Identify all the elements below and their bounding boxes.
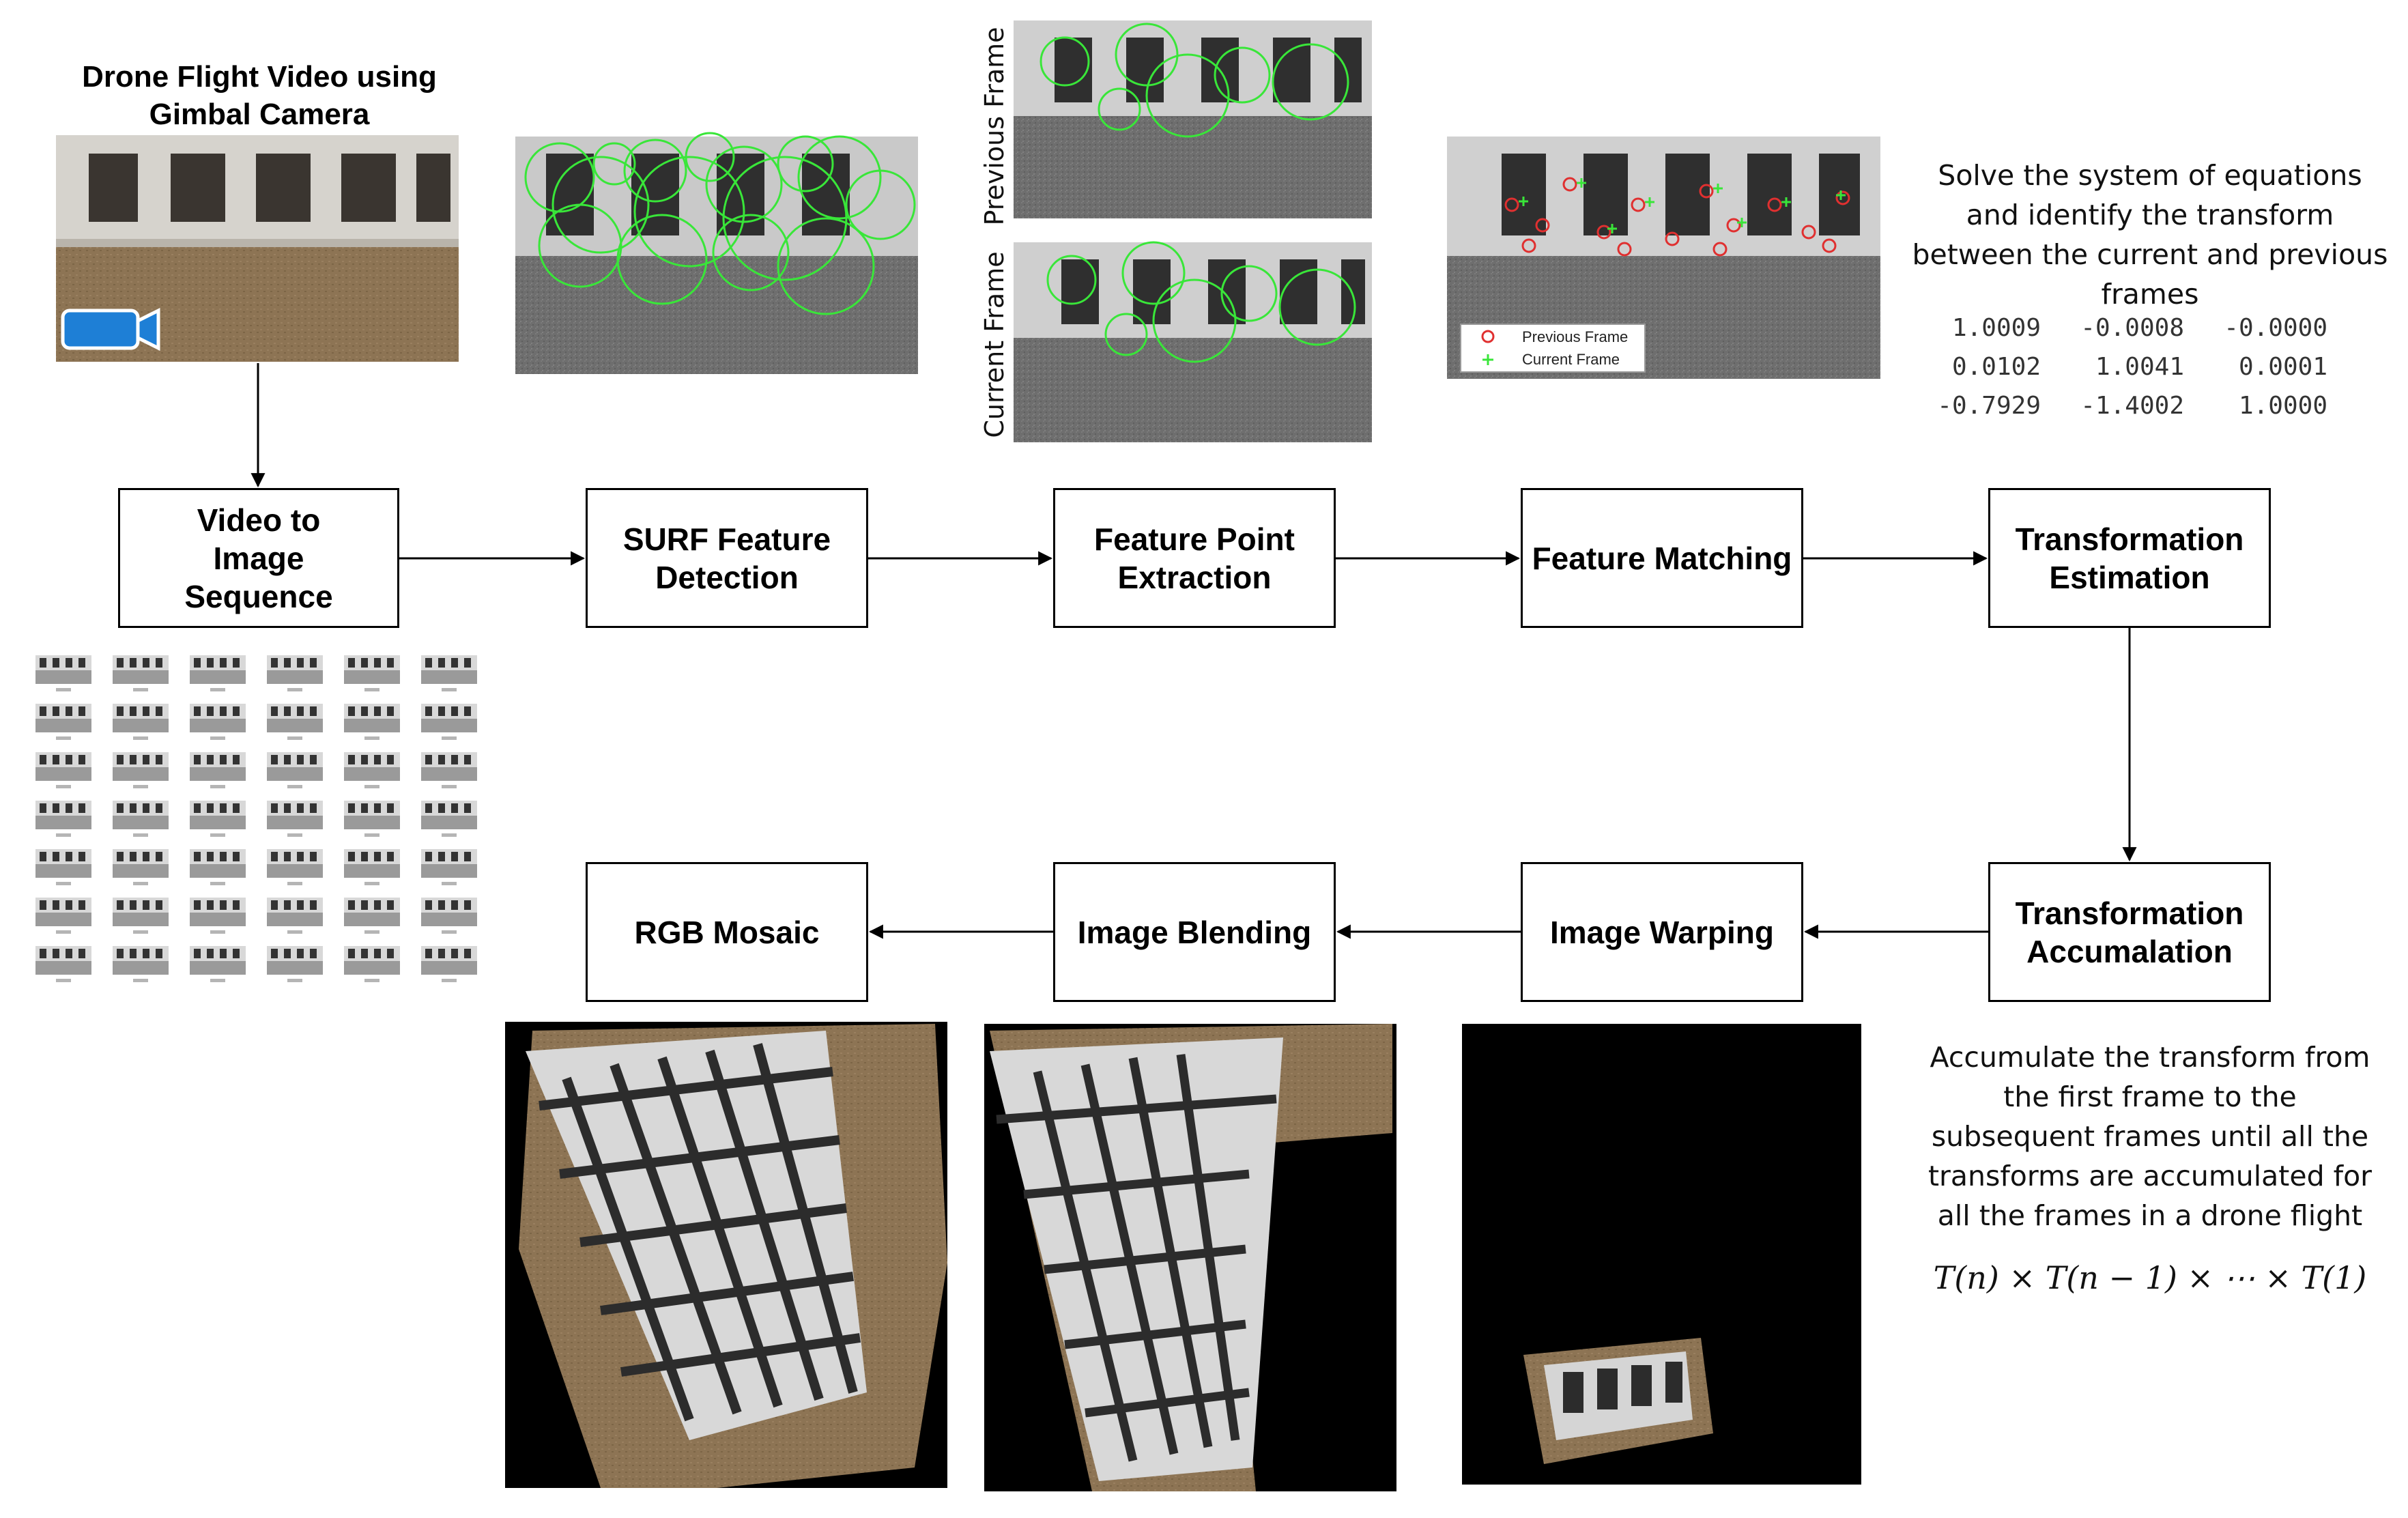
sequence-thumbnail — [113, 946, 169, 982]
sequence-thumbnail — [267, 849, 323, 885]
sequence-thumbnail — [35, 801, 91, 837]
sequence-thumbnail — [421, 849, 477, 885]
sequence-thumbnail — [421, 752, 477, 788]
matrix-cell: 1.0041 — [2095, 353, 2184, 381]
sequence-thumbnail — [35, 655, 91, 691]
sequence-thumbnail — [190, 849, 246, 885]
legend-previous: Previous Frame — [1522, 328, 1628, 345]
surf-detection-image — [515, 132, 918, 374]
matched-features-image: Previous Frame Current Frame — [1447, 137, 1880, 379]
legend-current: Current Frame — [1522, 351, 1620, 368]
sequence-thumbnail — [421, 655, 477, 691]
sequence-thumbnail — [421, 704, 477, 740]
sequence-thumbnail — [344, 752, 400, 788]
video-to-image-box: Video to Image Sequence — [118, 488, 399, 628]
sequence-thumbnail — [35, 946, 91, 982]
rgb-mosaic-image — [505, 1022, 947, 1488]
sequence-thumbnail — [421, 801, 477, 837]
sequence-thumbnail — [421, 898, 477, 934]
sequence-thumbnail — [35, 898, 91, 934]
sequence-thumbnail — [190, 801, 246, 837]
sequence-thumbnail — [113, 704, 169, 740]
sequence-thumbnail — [344, 655, 400, 691]
sequence-thumbnail — [113, 801, 169, 837]
sequence-thumbnail — [190, 752, 246, 788]
matrix-cell: -0.0008 — [2080, 314, 2184, 342]
video-title: Drone Flight Video using Gimbal Camera — [82, 60, 437, 131]
transform-matrix: 1.0009 -0.0008 -0.0000 0.0102 1.0041 0.0… — [1897, 314, 2327, 420]
transformation-accumulation-box: Transformation Accumalation — [1988, 862, 2271, 1002]
sequence-thumbnail — [190, 946, 246, 982]
accumulation-formula: T(n) × T(n − 1) × ⋯ × T(1) — [1933, 1259, 2367, 1296]
sequence-thumbnail — [35, 752, 91, 788]
sequence-thumbnail — [344, 704, 400, 740]
surf-feature-detection-box: SURF Feature Detection — [586, 488, 868, 628]
sequence-thumbnail — [267, 655, 323, 691]
matrix-cell: -1.4002 — [2080, 392, 2184, 420]
matrix-cell: 1.0009 — [1951, 314, 2041, 342]
feature-point-extraction-box: Feature Point Extraction — [1053, 488, 1336, 628]
sequence-thumbnail — [267, 752, 323, 788]
image-warping-box: Image Warping — [1521, 862, 1803, 1002]
sequence-thumbnail — [113, 898, 169, 934]
sequence-thumbnail — [190, 655, 246, 691]
sequence-thumbnail — [267, 898, 323, 934]
flow-arrows — [250, 363, 2137, 939]
rgb-mosaic-box: RGB Mosaic — [586, 862, 868, 1002]
matrix-cell: 0.0001 — [2238, 353, 2327, 381]
sequence-thumbnail — [344, 898, 400, 934]
matrix-cell: -0.0000 — [2224, 314, 2327, 342]
matrix-cell: 1.0000 — [2238, 392, 2327, 420]
image-blending-result — [984, 1024, 1396, 1491]
matrix-cell: 0.0102 — [1951, 353, 2041, 381]
sequence-thumbnail — [35, 704, 91, 740]
sequence-thumbnail — [113, 655, 169, 691]
image-warping-result — [1462, 1024, 1861, 1485]
sequence-thumbnail — [344, 849, 400, 885]
sequence-thumbnail — [267, 946, 323, 982]
transformation-estimation-box: Transformation Estimation — [1988, 488, 2271, 628]
sequence-thumbnail — [421, 946, 477, 982]
sequence-thumbnail — [267, 704, 323, 740]
image-blending-box: Image Blending — [1053, 862, 1336, 1002]
feature-matching-box: Feature Matching — [1521, 488, 1803, 628]
solve-note: Solve the system of equations and identi… — [1912, 159, 2388, 311]
accumulate-note: Accumulate the transform from the first … — [1927, 1041, 2373, 1232]
matrix-cell: -0.7929 — [1937, 392, 2041, 420]
previous-frame-image — [1014, 20, 1372, 218]
sequence-thumbnail — [190, 898, 246, 934]
sequence-thumbnail — [344, 801, 400, 837]
sequence-thumbnail — [190, 704, 246, 740]
sequence-thumbnail — [35, 849, 91, 885]
image-sequence-thumbnails — [35, 655, 477, 982]
camera-icon — [61, 307, 160, 352]
current-frame-image — [1014, 241, 1372, 442]
sequence-thumbnail — [344, 946, 400, 982]
sequence-thumbnail — [113, 752, 169, 788]
sequence-thumbnail — [267, 801, 323, 837]
sequence-thumbnail — [113, 849, 169, 885]
